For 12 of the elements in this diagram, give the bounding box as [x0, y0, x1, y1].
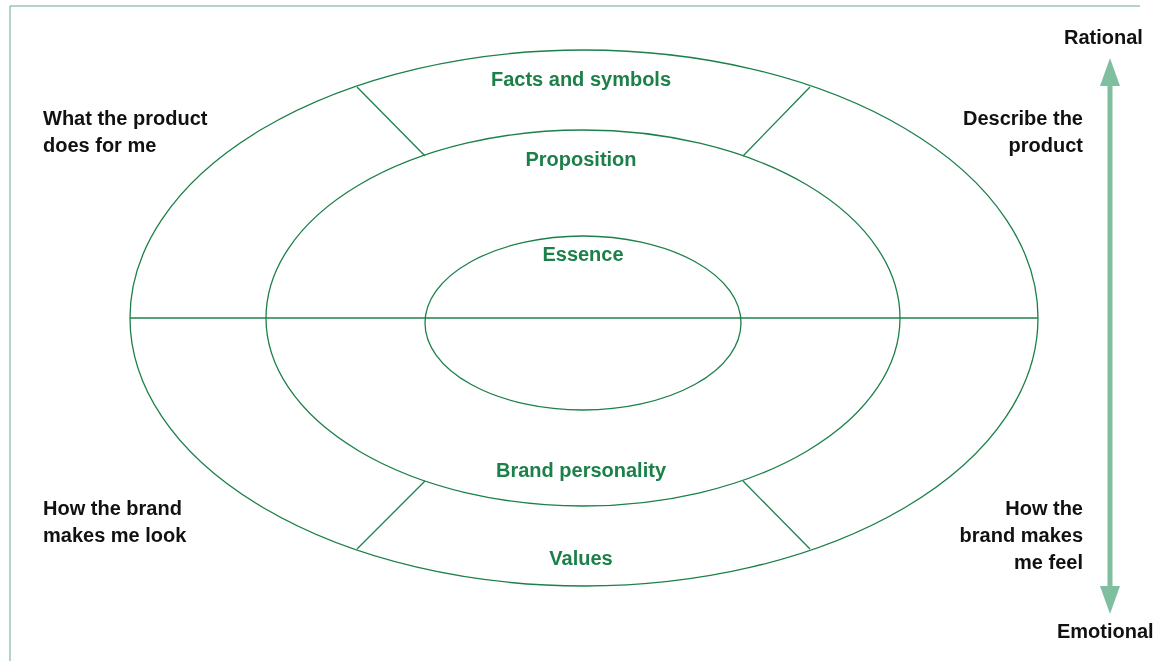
ring-label: Essence: [542, 242, 624, 266]
ring-label: Values: [549, 546, 613, 570]
axis-label: Emotional: [1057, 620, 1154, 643]
double-arrow: [1100, 58, 1120, 614]
ring-label: Brand personality: [496, 458, 666, 482]
side-note: What the product does for me: [43, 106, 209, 158]
side-note: How the brand makes me feel: [958, 496, 1083, 575]
axis-label: Rational: [1064, 26, 1143, 49]
ring-label: Proposition: [525, 147, 637, 171]
side-note: Describe the product: [961, 106, 1083, 158]
ring-label: Facts and symbols: [490, 67, 672, 91]
side-note: How the brand makes me look: [43, 496, 188, 548]
